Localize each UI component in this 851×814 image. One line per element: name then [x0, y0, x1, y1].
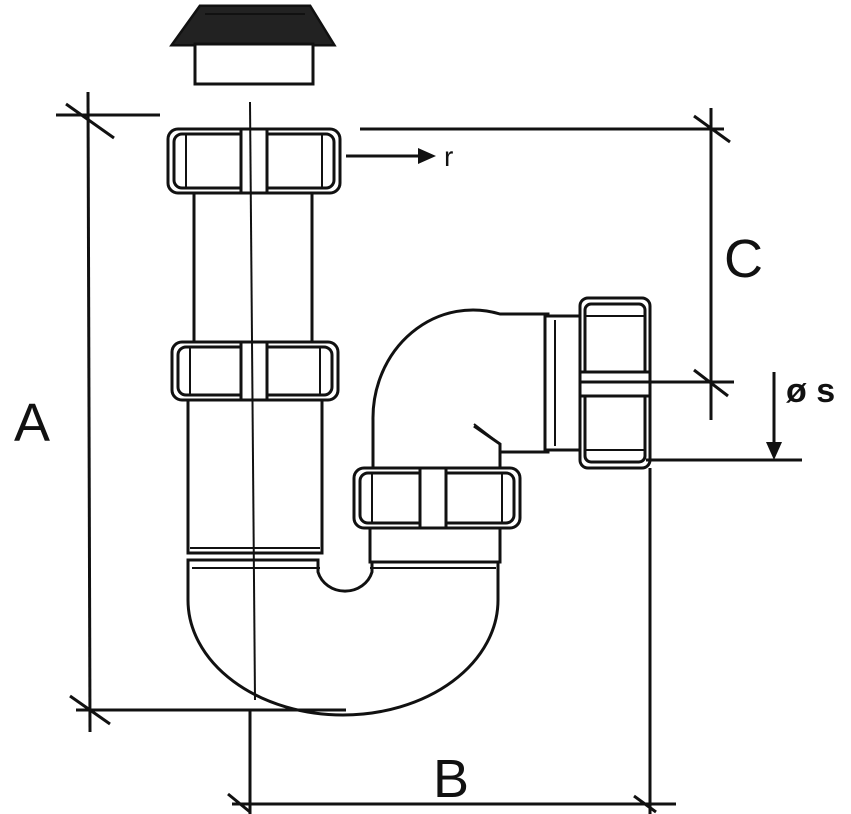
r-arrow [346, 148, 436, 164]
label-s: ø s [786, 372, 836, 410]
top-cap [169, 4, 337, 86]
middle-nut [170, 340, 340, 402]
s-arrow [646, 372, 802, 462]
lower-tube [186, 396, 324, 555]
center-line [249, 101, 256, 701]
lower-right-nut [352, 466, 522, 530]
label-r: r [444, 141, 454, 172]
dimension-c [360, 108, 734, 420]
upper-tube [192, 191, 314, 347]
label-c: C [724, 229, 763, 289]
u-bend [186, 558, 500, 717]
dimension-b [227, 468, 676, 814]
top-nut [166, 127, 342, 195]
label-b: B [433, 749, 470, 809]
dimension-a [56, 91, 346, 733]
label-a: A [14, 393, 51, 453]
outlet-elbow [368, 308, 585, 564]
